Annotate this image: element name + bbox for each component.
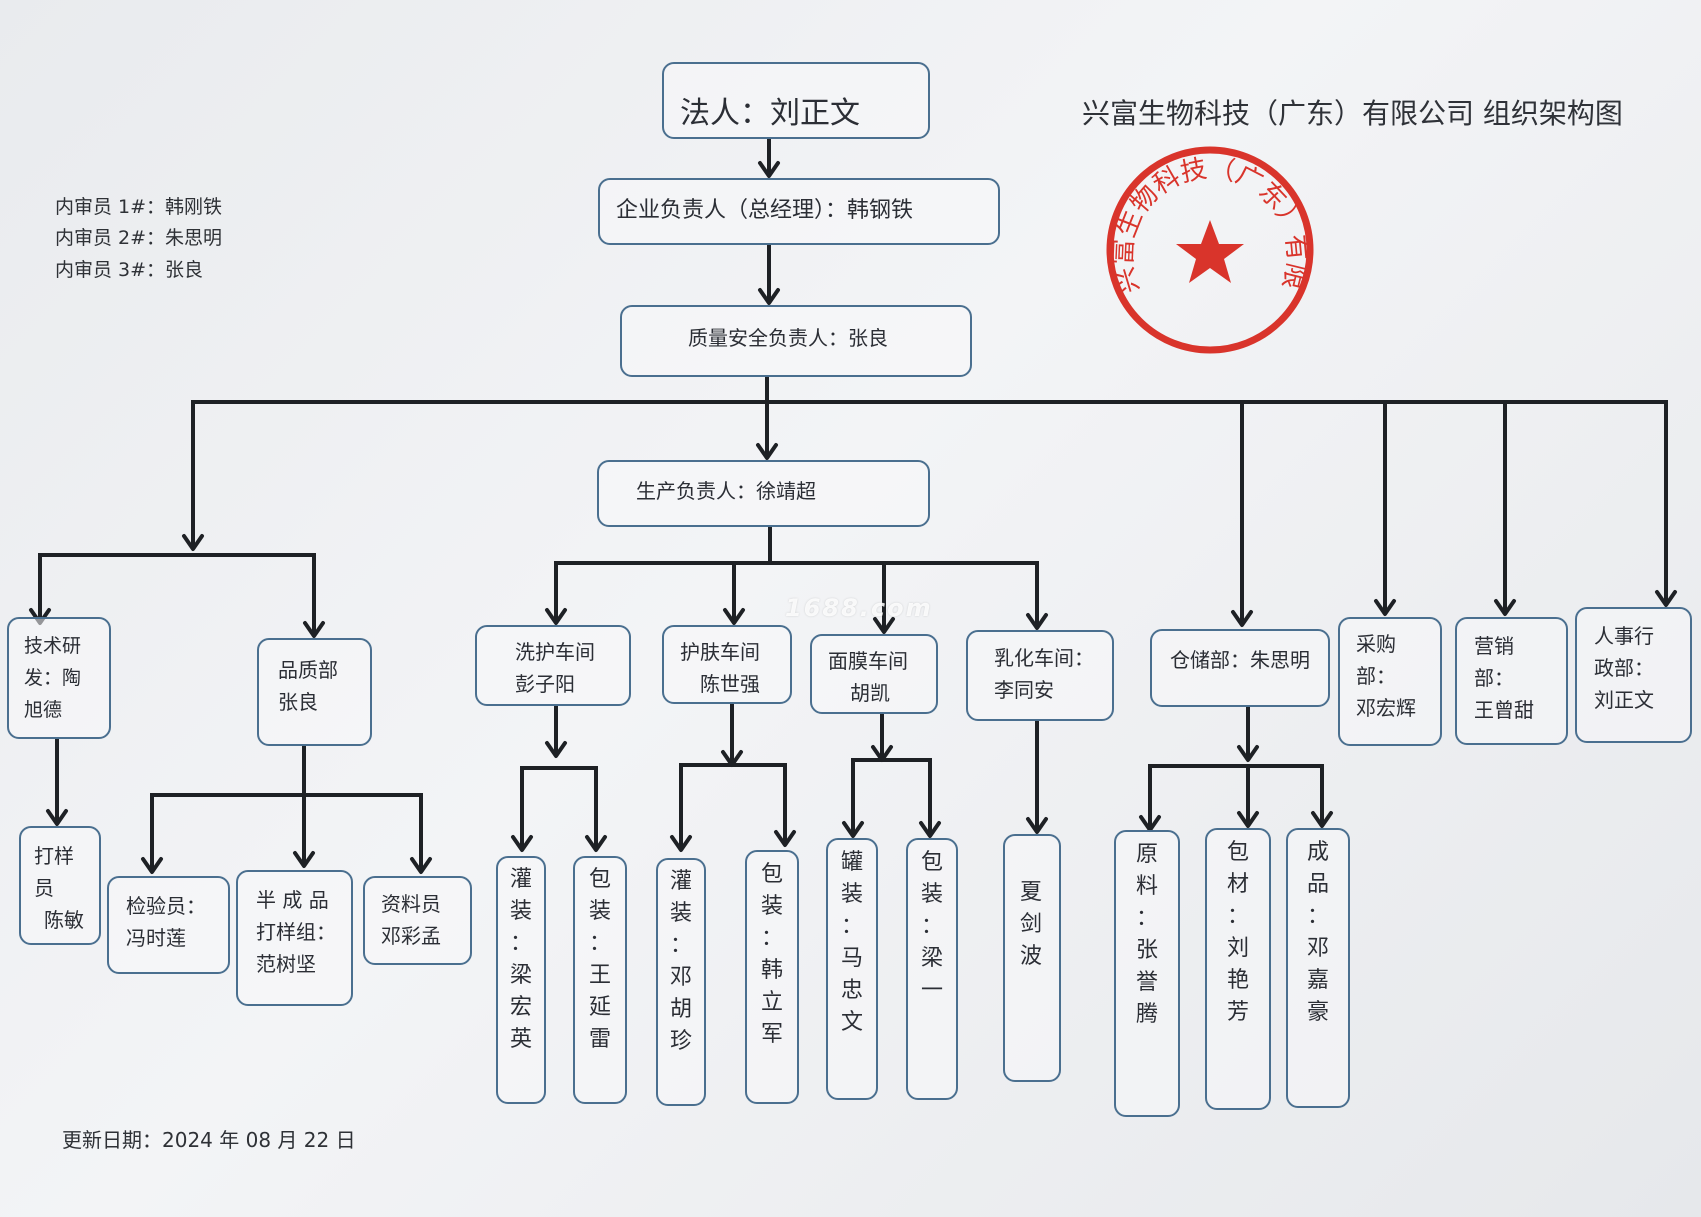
node-quality-safety bbox=[620, 305, 972, 377]
node-inspector bbox=[107, 876, 230, 974]
arrowhead-20 bbox=[141, 857, 163, 874]
arrowhead-32 bbox=[873, 617, 895, 634]
purchasing-label: 采购部：邓宏辉 bbox=[1356, 632, 1416, 720]
arrowhead-46 bbox=[670, 835, 692, 852]
node-mask bbox=[810, 634, 938, 714]
node-packing-3 bbox=[906, 838, 958, 1100]
arrowhead-14 bbox=[303, 621, 325, 638]
raw-material-label: 原料：张誉腾 bbox=[1136, 842, 1159, 1027]
arrowhead-48 bbox=[774, 830, 796, 847]
quality-safety-label: 质量安全负责人：张良 bbox=[688, 326, 888, 350]
node-canning bbox=[826, 838, 878, 1100]
arrowhead-72 bbox=[1237, 811, 1259, 828]
arrowhead-36 bbox=[545, 741, 567, 758]
filling-2-label: 灌装：邓胡珍 bbox=[670, 869, 693, 1054]
emulsion-worker-label: 夏剑波 bbox=[1020, 880, 1043, 969]
canning-label: 罐装：马忠文 bbox=[841, 850, 864, 1035]
node-emulsion bbox=[966, 630, 1114, 721]
arrowhead-63 bbox=[1494, 599, 1516, 616]
node-wash-care bbox=[475, 625, 631, 706]
node-rd bbox=[7, 617, 111, 739]
node-packing-2 bbox=[745, 850, 799, 1104]
archivist-label: 资料员邓彩孟 bbox=[381, 892, 441, 948]
finished-goods-label: 成品：邓嘉豪 bbox=[1307, 840, 1330, 1025]
node-marketing bbox=[1455, 617, 1568, 745]
node-skin-care bbox=[662, 625, 792, 704]
arrowhead-3 bbox=[758, 288, 780, 305]
auditor-3: 内审员 3#：张良 bbox=[55, 259, 204, 281]
arrowhead-55 bbox=[919, 821, 941, 838]
arrowhead-28 bbox=[545, 608, 567, 625]
marketing-label: 营销部：王曾甜 bbox=[1474, 634, 1534, 722]
arrowhead-61 bbox=[1374, 599, 1396, 616]
chart-title: 兴富生物科技（广东）有限公司 组织架构图 bbox=[1082, 97, 1623, 130]
warehouse-label: 仓储部：朱思明 bbox=[1170, 648, 1310, 672]
arrowhead-57 bbox=[1026, 817, 1048, 834]
node-finished-goods bbox=[1286, 828, 1350, 1108]
node-raw-material bbox=[1114, 830, 1180, 1117]
packaging-material-label: 包材：刘艳芳 bbox=[1227, 840, 1250, 1025]
quality-dept-label: 品质部张良 bbox=[278, 658, 338, 714]
arrowhead-39 bbox=[511, 835, 533, 852]
general-manager-label: 企业负责人（总经理）：韩钢铁 bbox=[616, 198, 914, 223]
node-sampler bbox=[19, 826, 101, 945]
arrowhead-59 bbox=[1231, 610, 1253, 627]
node-production bbox=[597, 460, 930, 527]
arrowhead-67 bbox=[1237, 745, 1259, 762]
node-hr-admin bbox=[1575, 607, 1692, 743]
arrowhead-74 bbox=[1311, 811, 1333, 828]
hr-admin-label: 人事行政部：刘正文 bbox=[1594, 624, 1654, 712]
node-purchasing bbox=[1338, 617, 1442, 746]
rd-label: 技术研发：陶旭德 bbox=[24, 635, 82, 721]
arrowhead-34 bbox=[1026, 613, 1048, 630]
semi-finished-label: 半 成 品打样组：范树坚 bbox=[256, 888, 336, 976]
arrowhead-22 bbox=[293, 851, 315, 868]
legal-person-label: 法人：刘正文 bbox=[680, 96, 860, 131]
mask-label: 面膜车间胡凯 bbox=[828, 649, 908, 705]
arrowhead-16 bbox=[46, 809, 68, 826]
packing-2-label: 包装：韩立军 bbox=[761, 862, 784, 1047]
update-date: 更新日期：2024 年 08 月 22 日 bbox=[62, 1128, 356, 1152]
node-semi-finished bbox=[236, 870, 353, 1006]
node-packing-1 bbox=[573, 856, 627, 1104]
node-quality-dept bbox=[257, 638, 372, 746]
node-filling-1 bbox=[496, 856, 546, 1104]
arrowhead-24 bbox=[410, 857, 432, 874]
arrowhead-1 bbox=[758, 161, 780, 178]
node-archivist bbox=[363, 876, 472, 965]
node-emulsion-worker bbox=[1003, 834, 1061, 1082]
auditor-1: 内审员 1#：韩刚铁 bbox=[55, 196, 223, 218]
emulsion-label: 乳化车间：李同安 bbox=[994, 646, 1094, 702]
watermark: 1688.com bbox=[785, 594, 933, 622]
packing-1-label: 包装：王延雷 bbox=[589, 867, 612, 1052]
arrowhead-7 bbox=[756, 443, 778, 460]
production-label: 生产负责人：徐靖超 bbox=[636, 479, 816, 503]
svg-text:兴富生物科技（广东）有限公司: 兴富生物科技（广东）有限公司 bbox=[1100, 140, 1312, 297]
auditor-2: 内审员 2#：朱思明 bbox=[55, 227, 223, 249]
node-packaging-material bbox=[1205, 828, 1271, 1110]
inspector-label: 检验员：冯时莲 bbox=[126, 894, 206, 950]
company-seal: 兴富生物科技（广东）有限公司 bbox=[1100, 140, 1314, 354]
wash-care-label: 洗护车间彭子阳 bbox=[515, 640, 595, 696]
node-warehouse bbox=[1150, 629, 1330, 707]
skin-care-label: 护肤车间陈世强 bbox=[680, 640, 760, 696]
node-legal-person bbox=[662, 62, 930, 139]
arrowhead-53 bbox=[842, 821, 864, 838]
arrowhead-65 bbox=[1655, 590, 1677, 607]
sampler-label: 打样员陈敏 bbox=[34, 844, 84, 932]
filling-1-label: 灌装：梁宏英 bbox=[510, 867, 533, 1052]
node-filling-2 bbox=[656, 858, 706, 1106]
packing-3-label: 包装：梁一 bbox=[921, 850, 944, 1003]
arrowhead-9 bbox=[182, 534, 204, 551]
arrowhead-41 bbox=[585, 835, 607, 852]
arrowhead-30 bbox=[723, 608, 745, 625]
node-general-manager bbox=[598, 178, 1000, 245]
